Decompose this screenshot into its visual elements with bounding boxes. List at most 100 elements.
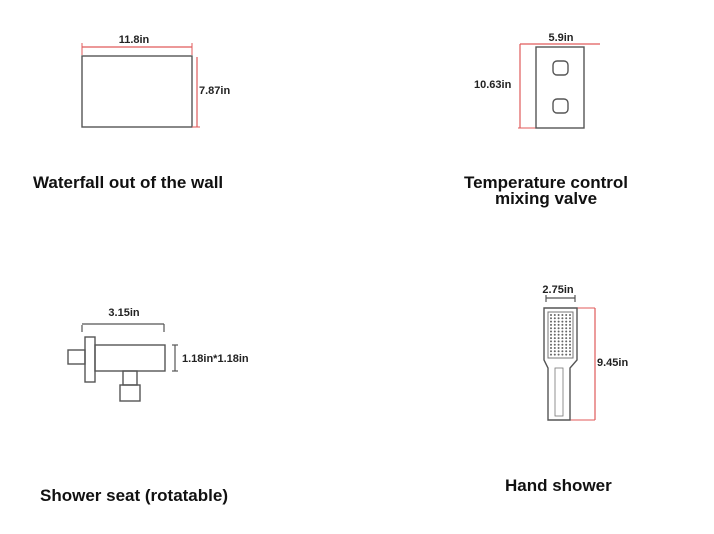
nozzle-dot bbox=[569, 353, 571, 356]
nozzle-dot bbox=[561, 314, 564, 316]
nozzle-dot bbox=[553, 327, 556, 330]
nozzle-dot bbox=[550, 320, 552, 323]
nozzle-dot bbox=[561, 340, 564, 343]
nozzle-dot bbox=[553, 320, 556, 323]
seat-outlet-neck bbox=[122, 370, 138, 386]
nozzle-dot bbox=[565, 353, 568, 356]
nozzle-dot bbox=[557, 333, 560, 336]
nozzle-dot bbox=[557, 327, 560, 330]
nozzle-dot bbox=[561, 317, 564, 320]
nozzle-dot bbox=[565, 350, 568, 353]
nozzle-dot bbox=[557, 323, 560, 326]
waterfall-caption: Waterfall out of the wall bbox=[33, 173, 224, 192]
mixing-valve-caption-line2: mixing valve bbox=[494, 189, 598, 208]
hand-shower-nozzle-face bbox=[547, 311, 574, 359]
hand-shower-height-label: 9.45in bbox=[597, 357, 628, 369]
seat-section-label: 1.18in*1.18in bbox=[182, 353, 249, 365]
seat-outlet bbox=[119, 384, 141, 402]
nozzle-dot bbox=[553, 317, 556, 320]
nozzle-dot bbox=[569, 333, 571, 336]
waterfall-width-label: 11.8in bbox=[119, 34, 150, 46]
nozzle-dot bbox=[553, 347, 556, 349]
valve-height-label: 10.63in bbox=[474, 79, 512, 91]
nozzle-dot bbox=[561, 350, 564, 353]
nozzle-dot bbox=[550, 333, 552, 336]
nozzle-dot bbox=[565, 333, 568, 336]
nozzle-dot bbox=[569, 320, 571, 323]
nozzle-dot bbox=[553, 330, 556, 333]
nozzle-dot bbox=[557, 330, 560, 333]
nozzle-dot bbox=[557, 347, 560, 349]
nozzle-dot bbox=[569, 343, 571, 346]
nozzle-dot bbox=[565, 340, 568, 343]
valve-width-label: 5.9in bbox=[548, 32, 573, 44]
hand-shower-handle-groove bbox=[554, 367, 564, 417]
nozzle-dot bbox=[561, 333, 564, 336]
nozzle-dot bbox=[569, 337, 571, 340]
nozzle-dot bbox=[553, 353, 556, 356]
hand-shower-nozzles bbox=[550, 314, 571, 356]
nozzle-dot bbox=[565, 337, 568, 340]
seat-flange bbox=[84, 336, 96, 383]
nozzle-dot bbox=[557, 350, 560, 353]
nozzle-dot bbox=[553, 340, 556, 343]
nozzle-dot bbox=[565, 343, 568, 346]
shower-seat-drawing: 3.15in 1.18in*1.18in bbox=[67, 307, 249, 402]
hand-shower-width-label: 2.75in bbox=[542, 284, 573, 296]
nozzle-dot bbox=[561, 343, 564, 346]
mixing-valve-caption-line1: Temperature control bbox=[463, 173, 629, 192]
hand-shower-caption: Hand shower bbox=[505, 476, 612, 495]
nozzle-dot bbox=[565, 320, 568, 323]
nozzle-dot bbox=[550, 327, 552, 330]
nozzle-dot bbox=[565, 317, 568, 320]
nozzle-dot bbox=[553, 314, 556, 316]
nozzle-dot bbox=[569, 347, 571, 349]
valve-upper-handle bbox=[552, 60, 569, 76]
nozzle-dot bbox=[553, 333, 556, 336]
nozzle-dot bbox=[550, 353, 552, 356]
nozzle-dot bbox=[561, 347, 564, 349]
nozzle-dot bbox=[550, 330, 552, 333]
nozzle-dot bbox=[557, 343, 560, 346]
nozzle-dot bbox=[550, 350, 552, 353]
waterfall-drawing: 11.8in 7.87in bbox=[81, 34, 230, 128]
nozzle-dot bbox=[569, 350, 571, 353]
nozzle-dot bbox=[561, 323, 564, 326]
nozzle-dot bbox=[561, 337, 564, 340]
nozzle-dot bbox=[561, 327, 564, 330]
nozzle-dot bbox=[550, 347, 552, 349]
nozzle-dot bbox=[561, 330, 564, 333]
waterfall-outline bbox=[81, 55, 193, 128]
nozzle-dot bbox=[550, 340, 552, 343]
nozzle-dot bbox=[565, 347, 568, 349]
seat-arm bbox=[94, 344, 166, 372]
nozzle-dot bbox=[557, 337, 560, 340]
nozzle-dot bbox=[569, 327, 571, 330]
nozzle-dot bbox=[553, 323, 556, 326]
nozzle-dot bbox=[550, 323, 552, 326]
nozzle-dot bbox=[557, 353, 560, 356]
hand-shower-outline bbox=[543, 307, 578, 421]
nozzle-dot bbox=[565, 330, 568, 333]
nozzle-dot bbox=[557, 317, 560, 320]
seat-width-label: 3.15in bbox=[108, 307, 139, 319]
nozzle-dot bbox=[569, 330, 571, 333]
nozzle-dot bbox=[565, 314, 568, 316]
nozzle-dot bbox=[557, 340, 560, 343]
shower-seat-caption: Shower seat (rotatable) bbox=[40, 486, 228, 505]
nozzle-dot bbox=[550, 314, 552, 316]
valve-lower-handle bbox=[552, 98, 569, 114]
nozzle-dot bbox=[569, 314, 571, 316]
nozzle-dot bbox=[550, 343, 552, 346]
nozzle-dot bbox=[550, 337, 552, 340]
nozzle-dot bbox=[565, 327, 568, 330]
nozzle-dot bbox=[569, 340, 571, 343]
seat-wall-connector bbox=[67, 349, 86, 365]
nozzle-dot bbox=[561, 353, 564, 356]
waterfall-height-label: 7.87in bbox=[199, 85, 230, 97]
nozzle-dot bbox=[553, 343, 556, 346]
nozzle-dot bbox=[561, 320, 564, 323]
nozzle-dot bbox=[565, 323, 568, 326]
nozzle-dot bbox=[553, 337, 556, 340]
